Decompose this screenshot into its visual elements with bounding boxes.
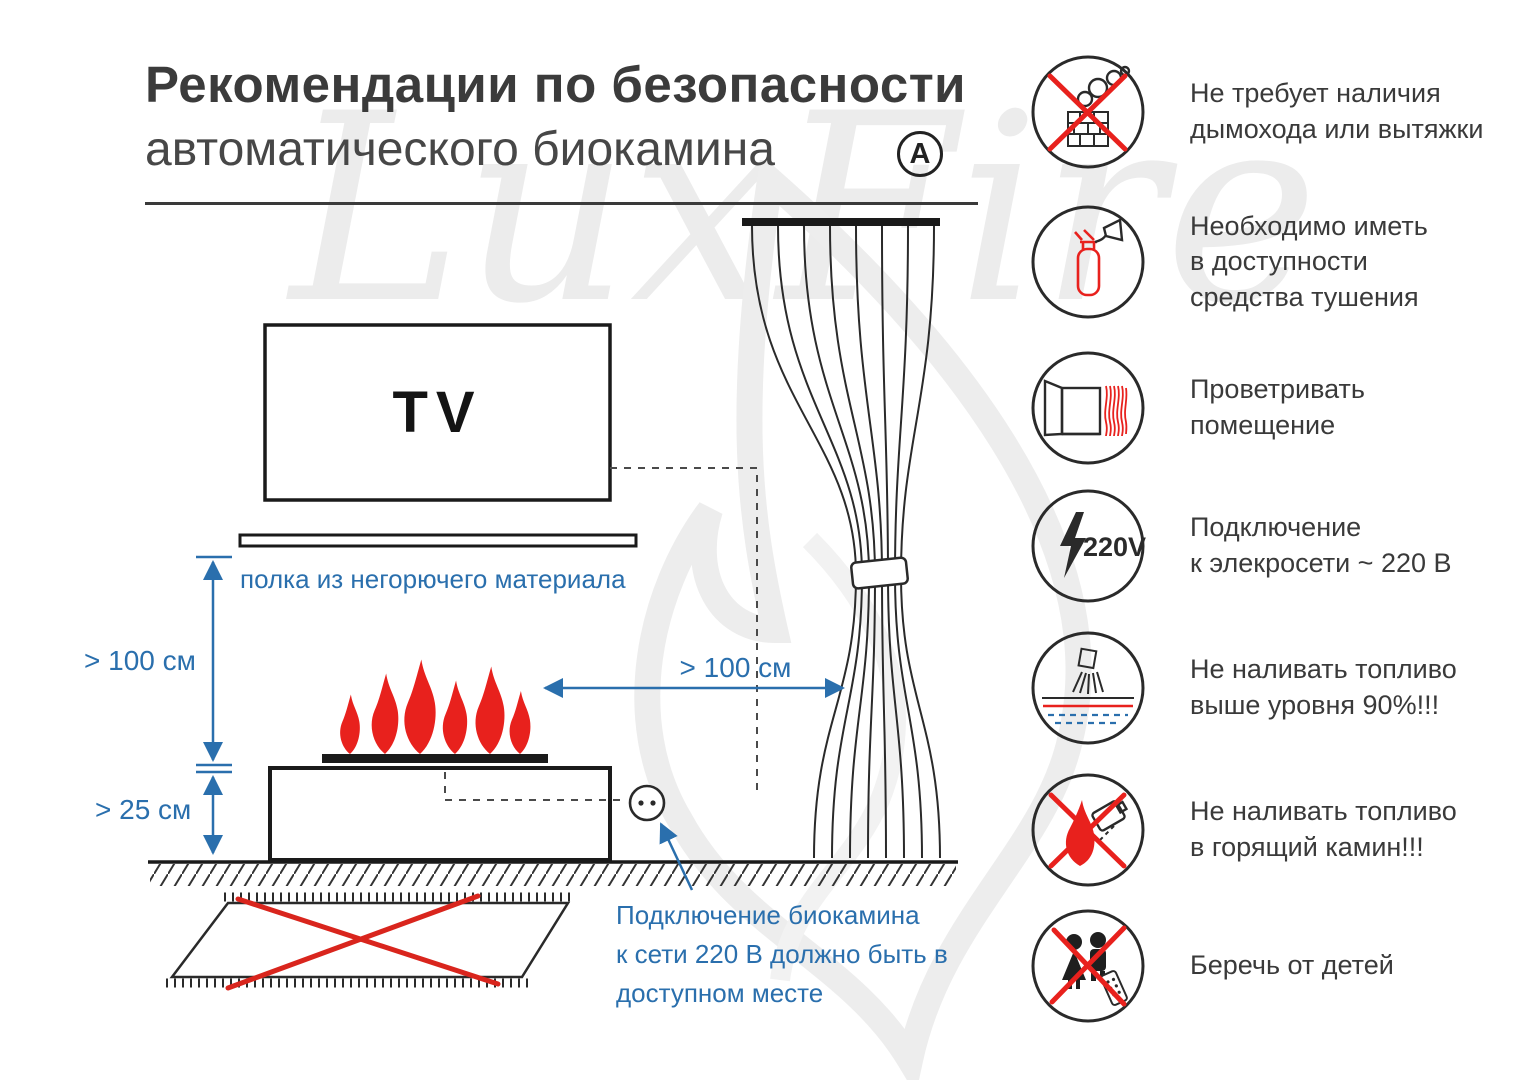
rug-prohibition-cross xyxy=(225,893,501,991)
room-diagram xyxy=(148,218,958,991)
page-title-line1: Рекомендации по безопасности xyxy=(145,56,967,113)
tv-label: TV xyxy=(392,380,483,445)
dim-fireplace-to-curtain-label: > 100 см xyxy=(679,652,792,683)
floor-hatch xyxy=(150,864,956,886)
no-refuel-burning-icon xyxy=(1031,773,1145,887)
page-title-line2: автоматического биокамина xyxy=(145,123,775,176)
safety-item-extinguisher: Необходимо иметь в доступности средства … xyxy=(1028,202,1508,322)
safety-item-text: Не наливать топливо выше уровня 90%!!! xyxy=(1190,654,1457,720)
outlet-note: Подключение биокамина к сети 220 В должн… xyxy=(616,900,948,1008)
curtain-tie xyxy=(850,556,909,590)
outlet-pointer-arrow xyxy=(659,822,694,891)
power-outlet xyxy=(628,784,666,822)
flames xyxy=(340,659,531,754)
dim-fireplace-to-floor-label: > 25 см xyxy=(95,794,192,825)
safety-item-power: 220V Подключение к элекросети ~ 220 В xyxy=(1028,486,1508,606)
safety-item-text: Не требует наличия дымохода или вытяжки xyxy=(1190,78,1484,144)
curtain xyxy=(751,225,941,859)
dimension-lines xyxy=(196,555,845,855)
safety-item-ventilate: Проветривать помещение xyxy=(1028,348,1508,468)
safety-item-text: Проветривать помещение xyxy=(1190,374,1365,440)
fuel-level-90-icon xyxy=(1031,631,1145,745)
safety-item-no-refuel: Не наливать топливо в горящий камин!!! xyxy=(1028,770,1508,890)
safety-item-text: Не наливать топливо в горящий камин!!! xyxy=(1190,796,1457,862)
safety-item-children: Беречь от детей xyxy=(1028,906,1508,1026)
safety-item-text: Подключение к элекросети ~ 220 В xyxy=(1190,512,1452,578)
brand-logo-a: A xyxy=(897,131,943,177)
safety-item-text: Беречь от детей xyxy=(1190,950,1394,981)
power-voltage-label: 220V xyxy=(1083,532,1146,562)
safety-item-fuel-level: Не наливать топливо выше уровня 90%!!! xyxy=(1028,628,1508,748)
safety-item-no-chimney: Не требует наличия дымохода или вытяжки xyxy=(1028,52,1508,172)
fire-extinguisher-icon xyxy=(1031,205,1145,319)
keep-away-children-icon xyxy=(1031,909,1145,1023)
header-divider xyxy=(145,202,978,205)
power-220v-icon: 220V xyxy=(1031,489,1146,603)
burner-strip xyxy=(322,754,548,763)
safety-item-text: Необходимо иметь в доступности средства … xyxy=(1190,210,1428,312)
tv-outline xyxy=(263,323,612,502)
shelf xyxy=(238,533,638,548)
fireplace-box xyxy=(268,766,612,862)
ventilate-room-icon xyxy=(1031,351,1145,465)
no-chimney-icon xyxy=(1031,55,1145,169)
shelf-label: полка из негорючего материала xyxy=(240,564,626,594)
dim-shelf-to-fireplace-label: > 100 см xyxy=(84,645,196,676)
